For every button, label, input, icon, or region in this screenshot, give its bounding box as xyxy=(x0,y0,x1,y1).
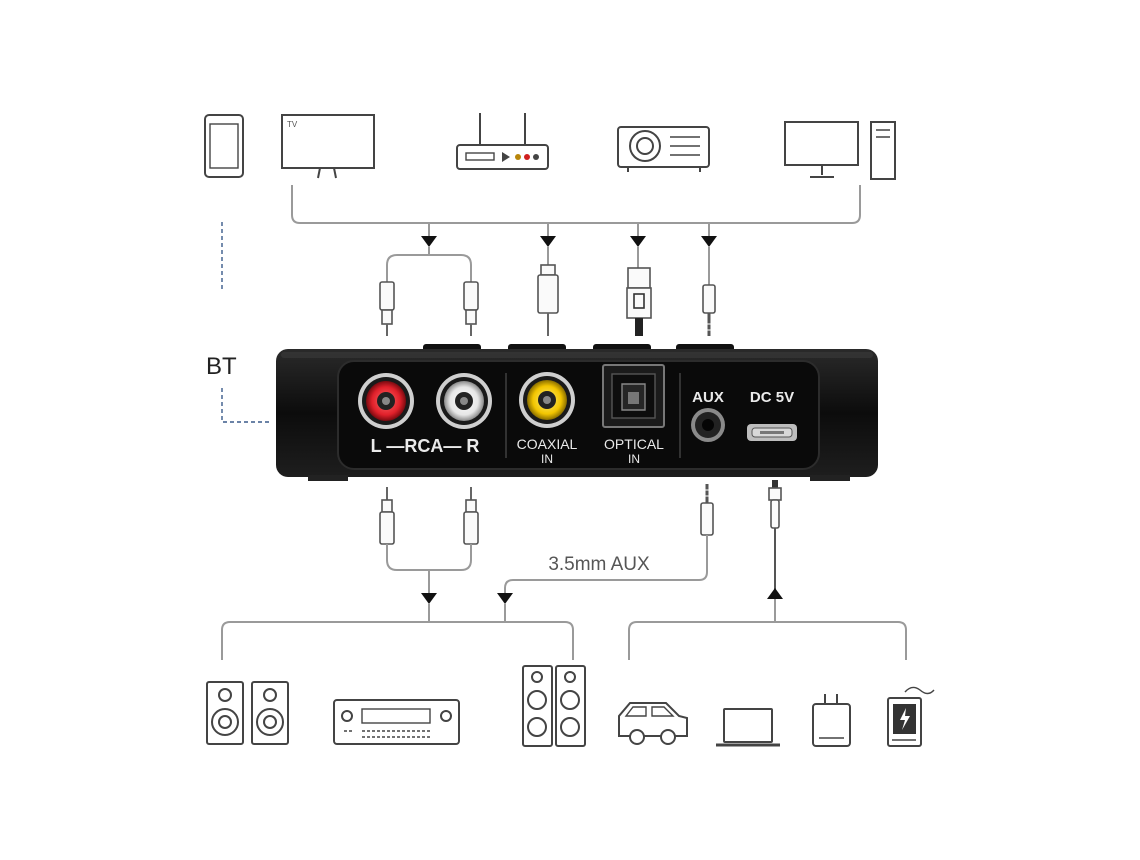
rca-left-jack[interactable] xyxy=(358,373,414,429)
power-bank-icon xyxy=(887,686,935,747)
laptop-icon xyxy=(716,708,780,747)
floor-speakers-icon xyxy=(522,665,586,747)
wall-adapter-icon xyxy=(812,694,851,747)
car-icon xyxy=(618,702,688,745)
micro-usb-port[interactable] xyxy=(747,424,797,441)
router-icon xyxy=(456,113,549,170)
tv-label: TV xyxy=(287,120,298,129)
coaxial-cable-input xyxy=(537,247,559,336)
bookshelf-speakers-icon xyxy=(206,681,289,745)
aux-cable-label: 3.5mm AUX xyxy=(548,554,650,575)
bt-dashed-link xyxy=(221,222,272,423)
coaxial-label-line2: IN xyxy=(541,452,553,466)
optical-cable-input xyxy=(626,247,652,336)
coaxial-label-line1: COAXIAL xyxy=(517,436,578,452)
tv-icon: TV xyxy=(281,114,375,179)
aux-label: AUX xyxy=(692,389,724,406)
audio-output-bus xyxy=(221,604,574,660)
rca-right-jack[interactable] xyxy=(436,373,492,429)
converter-device: L —RCA— R COAXIAL IN OPTICAL IN AUX xyxy=(276,344,878,481)
rca-cable-output xyxy=(379,487,479,604)
source-arrows xyxy=(421,236,717,247)
optical-label-line1: OPTICAL xyxy=(604,436,664,452)
aux-jack[interactable] xyxy=(691,408,725,442)
source-bus-line xyxy=(291,185,861,224)
usb-power-cable xyxy=(767,480,783,599)
phone-icon xyxy=(204,114,244,178)
av-receiver-icon xyxy=(333,699,460,745)
optical-label-line2: IN xyxy=(628,452,640,466)
rca-label: L —RCA— R xyxy=(371,436,480,456)
coaxial-jack[interactable] xyxy=(519,372,575,428)
aux-cable-input xyxy=(702,247,716,336)
desktop-pc-icon xyxy=(784,121,896,180)
dc-label: DC 5V xyxy=(750,389,794,406)
rca-cable-input xyxy=(379,247,479,336)
optical-port[interactable] xyxy=(602,364,665,428)
bt-label: BT xyxy=(206,353,237,380)
aux-cable-output xyxy=(497,484,714,604)
projector-icon xyxy=(617,126,710,172)
power-source-bus xyxy=(628,599,907,660)
